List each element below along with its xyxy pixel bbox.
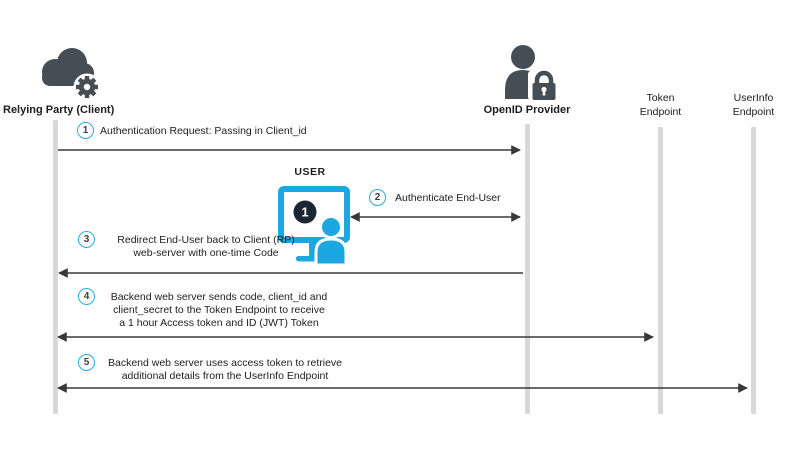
step-2-text: Authenticate End-User [395, 192, 501, 204]
step-3-line2: web-server with one-time Code [133, 247, 279, 259]
person-lock-icon [505, 45, 558, 100]
lifeline-token-endpoint [658, 127, 663, 414]
step-3-badge: 3 [78, 231, 95, 248]
step-3-line1: Redirect End-User back to Client (RP) [117, 234, 295, 246]
step-5-line1: Backend web server uses access token to … [107, 357, 343, 369]
token-endpoint-line1: Token [646, 92, 675, 104]
step-4-line2: client_secret to the Token Endpoint to r… [113, 304, 325, 316]
step-4-line1: Backend web server sends code, client_id… [110, 291, 328, 303]
user-label: USER [294, 166, 326, 178]
userinfo-endpoint-line1: UserInfo [733, 92, 774, 104]
lifeline-openid-provider [524, 124, 530, 414]
step-5-badge: 5 [78, 354, 95, 371]
participant-label-relying-party: Relying Party (Client) [3, 104, 115, 116]
step-4-text: Backend web server sends code, client_id… [99, 291, 339, 330]
step-4-line3: a 1 hour Access token and ID (JWT) Token [119, 317, 319, 329]
token-endpoint-line2: Endpoint [639, 105, 682, 118]
monitor-person-icon: 1 [278, 186, 350, 266]
participant-label-openid-provider: OpenID Provider [483, 104, 571, 116]
participant-label-token-endpoint: Token Endpoint [620, 92, 701, 119]
step-3-text: Redirect End-User back to Client (RP) we… [99, 234, 313, 260]
step-5-line2: additional details from the UserInfo End… [121, 370, 329, 382]
lifeline-relying-party [52, 120, 58, 414]
step-1-badge: 1 [77, 122, 94, 139]
lifeline-userinfo-endpoint [751, 127, 756, 414]
userinfo-endpoint-line2: Endpoint [732, 105, 775, 118]
step-1-text: Authentication Request: Passing in Clien… [100, 125, 307, 137]
step-4-badge: 4 [78, 288, 95, 305]
monitor-badge-number: 1 [301, 205, 308, 220]
participant-label-userinfo-endpoint: UserInfo Endpoint [713, 92, 794, 119]
step-5-text: Backend web server uses access token to … [99, 357, 351, 383]
step-2-badge: 2 [369, 189, 386, 206]
cloud-gear-icon [42, 48, 101, 101]
